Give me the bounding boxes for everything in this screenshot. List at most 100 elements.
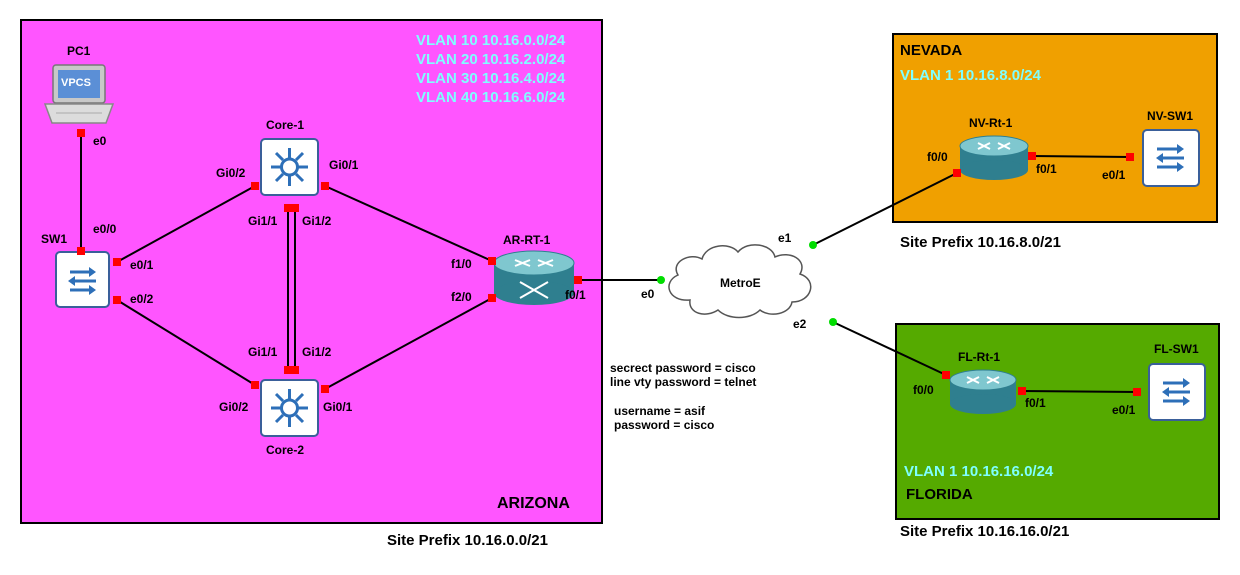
fl-rt1-device[interactable]: [949, 369, 1017, 414]
port-markers: [77, 129, 1141, 396]
core1-gi11-marker: [284, 204, 292, 212]
pc1-screen-text: VPCS: [61, 77, 91, 89]
nv-f00-marker: [953, 169, 961, 177]
nvsw-e01-marker: [1126, 153, 1134, 161]
core2-device[interactable]: [260, 379, 319, 437]
fl-f0-1-label: f0/1: [1025, 396, 1046, 410]
link-sw1-core2: [116, 299, 256, 386]
link-metroe-nvrt1: [812, 172, 958, 246]
florida-vlan-1: VLAN 1 10.16.16.0/24: [904, 463, 1054, 480]
pc1-e0-label: e0: [93, 134, 107, 148]
core1-gi02-marker: [251, 182, 259, 190]
nv-f0-1-label: f0/1: [1036, 162, 1057, 176]
florida-site-prefix: Site Prefix 10.16.16.0/21: [900, 523, 1070, 540]
metro-e1-label: e1: [778, 231, 792, 245]
sw1-e0-2-label: e0/2: [130, 292, 154, 306]
core2-gi0-1-label: Gi0/1: [323, 400, 353, 414]
core1-gi12-marker: [291, 204, 299, 212]
core2-gi12-marker: [291, 366, 299, 374]
nvsw-e0-1-label: e0/1: [1102, 168, 1126, 182]
arizona-vlan-10: VLAN 10 10.16.0.0/24: [416, 32, 566, 49]
flsw-e01-marker: [1133, 388, 1141, 396]
florida-zone: [895, 323, 1220, 520]
core2-gi02-marker: [251, 381, 259, 389]
metroe-cloud[interactable]: [668, 244, 812, 319]
nv-sw1-device[interactable]: [1142, 129, 1200, 187]
core1-gi1-2-label: Gi1/2: [302, 214, 332, 228]
core1-gi1-1-label: Gi1/1: [248, 214, 278, 228]
link-nvrt1-nvsw1: [1031, 155, 1131, 158]
arizona-zone-name: ARIZONA: [497, 495, 570, 512]
nv-rt1-label: NV-Rt-1: [969, 116, 1013, 130]
link-core2-arrt1: [324, 297, 493, 390]
fl-f0-0-label: f0/0: [913, 383, 934, 397]
metro-e0-label: e0: [641, 287, 655, 301]
core2-gi0-2-label: Gi0/2: [219, 400, 249, 414]
florida-zone-name: FLORIDA: [906, 486, 973, 503]
arizona-vlan-list: VLAN 10 10.16.0.0/24 VLAN 20 10.16.2.0/2…: [416, 31, 565, 107]
link-sw1-core1: [116, 185, 256, 263]
nv-f01-marker: [1028, 152, 1036, 160]
ar-f1-0-label: f1/0: [451, 257, 472, 271]
nv-rt1-device[interactable]: [959, 135, 1029, 180]
ar-f01-marker: [574, 276, 582, 284]
pc1-device[interactable]: [43, 64, 115, 124]
metro-e1-marker: [809, 241, 817, 249]
fl-f01-marker: [1018, 387, 1026, 395]
core2-gi1-1-label: Gi1/1: [248, 345, 278, 359]
metro-e2-marker: [829, 318, 837, 326]
fl-rt1-label: FL-Rt-1: [958, 350, 1000, 364]
nv-sw1-label: NV-SW1: [1147, 109, 1194, 123]
core2-label: Core-2: [266, 443, 305, 457]
username-note: username = asif: [614, 404, 706, 418]
metro-e0-marker: [657, 276, 665, 284]
arizona-vlan-20: VLAN 20 10.16.2.0/24: [416, 51, 566, 68]
sw1-e00-marker: [77, 247, 85, 255]
nevada-zone: [892, 33, 1218, 223]
sw1-label: SW1: [41, 232, 68, 246]
vty-password-note: line vty password = telnet: [610, 375, 757, 389]
ar-f10-marker: [488, 257, 496, 265]
flsw-e0-1-label: e0/1: [1112, 403, 1136, 417]
nevada-site-prefix: Site Prefix 10.16.8.0/21: [900, 234, 1061, 251]
links: [80, 133, 1138, 393]
metroe-label: MetroE: [720, 276, 761, 290]
nv-f0-0-label: f0/0: [927, 150, 948, 164]
metro-e2-label: e2: [793, 317, 807, 331]
ar-f20-marker: [488, 294, 496, 302]
core1-gi0-1-label: Gi0/1: [329, 158, 359, 172]
arizona-vlan-30: VLAN 30 10.16.4.0/24: [416, 70, 566, 87]
credentials-notes: username = asif password = cisco: [614, 404, 714, 432]
ar-f0-1-label: f0/1: [565, 288, 586, 302]
sw1-device[interactable]: [55, 251, 110, 308]
password-notes: secrect password = cisco line vty passwo…: [610, 361, 756, 389]
sw1-e0-0-label: e0/0: [93, 222, 117, 236]
sw1-e01-marker: [113, 258, 121, 266]
nevada-zone-name: NEVADA: [900, 42, 963, 59]
link-flrt1-flsw1: [1021, 390, 1138, 393]
fl-sw1-device[interactable]: [1148, 363, 1206, 421]
cloud-markers: [657, 241, 837, 326]
core1-gi01-marker: [321, 182, 329, 190]
ar-rt1-device[interactable]: [493, 250, 575, 305]
core1-device[interactable]: [260, 138, 319, 196]
nevada-vlan-1: VLAN 1 10.16.8.0/24: [900, 67, 1041, 84]
sw1-e0-1-label: e0/1: [130, 258, 154, 272]
core2-gi11-marker: [284, 366, 292, 374]
core2-gi1-2-label: Gi1/2: [302, 345, 332, 359]
core1-gi0-2-label: Gi0/2: [216, 166, 246, 180]
fl-sw1-label: FL-SW1: [1154, 342, 1199, 356]
link-metroe-flrt1: [832, 321, 947, 376]
core1-label: Core-1: [266, 118, 305, 132]
pc1-e0-marker: [77, 129, 85, 137]
core2-gi01-marker: [321, 385, 329, 393]
password-note: password = cisco: [614, 418, 715, 432]
ar-f2-0-label: f2/0: [451, 290, 472, 304]
link-core1-arrt1: [324, 185, 493, 262]
ar-rt1-label: AR-RT-1: [503, 233, 551, 247]
arizona-site-prefix: Site Prefix 10.16.0.0/21: [387, 532, 548, 549]
sw1-e02-marker: [113, 296, 121, 304]
arizona-vlan-40: VLAN 40 10.16.6.0/24: [416, 89, 566, 106]
fl-f00-marker: [942, 371, 950, 379]
